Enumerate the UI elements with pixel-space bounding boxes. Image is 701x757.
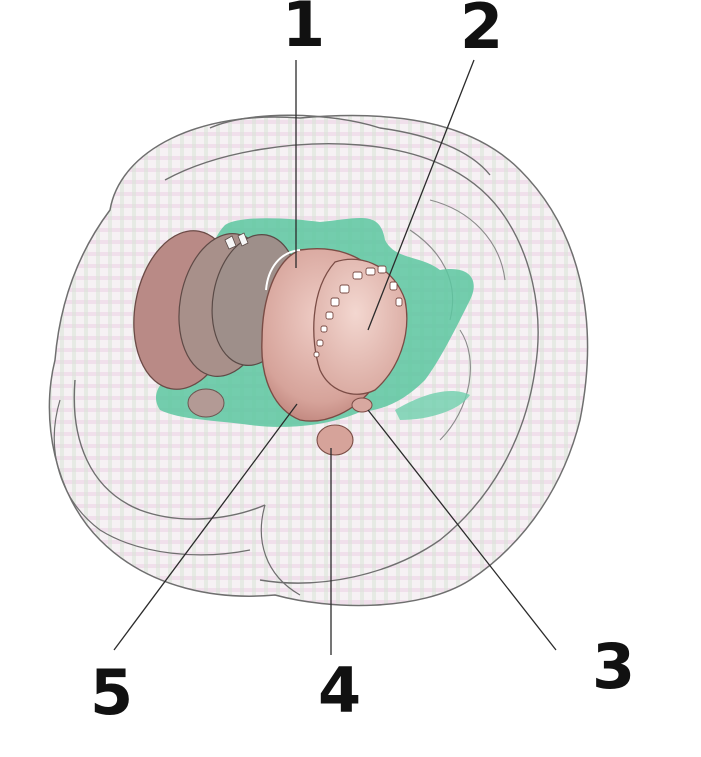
structure-3-nucleus (351, 397, 373, 413)
thalamus (313, 258, 408, 395)
label-1: 1 (282, 0, 325, 61)
leader-line-2 (367, 59, 475, 331)
label-2: 2 (460, 0, 503, 63)
leader-line-5 (113, 403, 298, 651)
leader-lines (113, 59, 557, 655)
leader-line-3 (367, 409, 557, 651)
structure-4-nucleus (316, 424, 354, 456)
callout-labels: 1 2 3 4 5 (90, 0, 635, 729)
thalamus-perforations (313, 265, 403, 358)
label-3: 3 (592, 630, 635, 703)
caudate-nucleus (133, 230, 299, 418)
label-4: 4 (318, 654, 361, 727)
label-5: 5 (90, 656, 133, 729)
